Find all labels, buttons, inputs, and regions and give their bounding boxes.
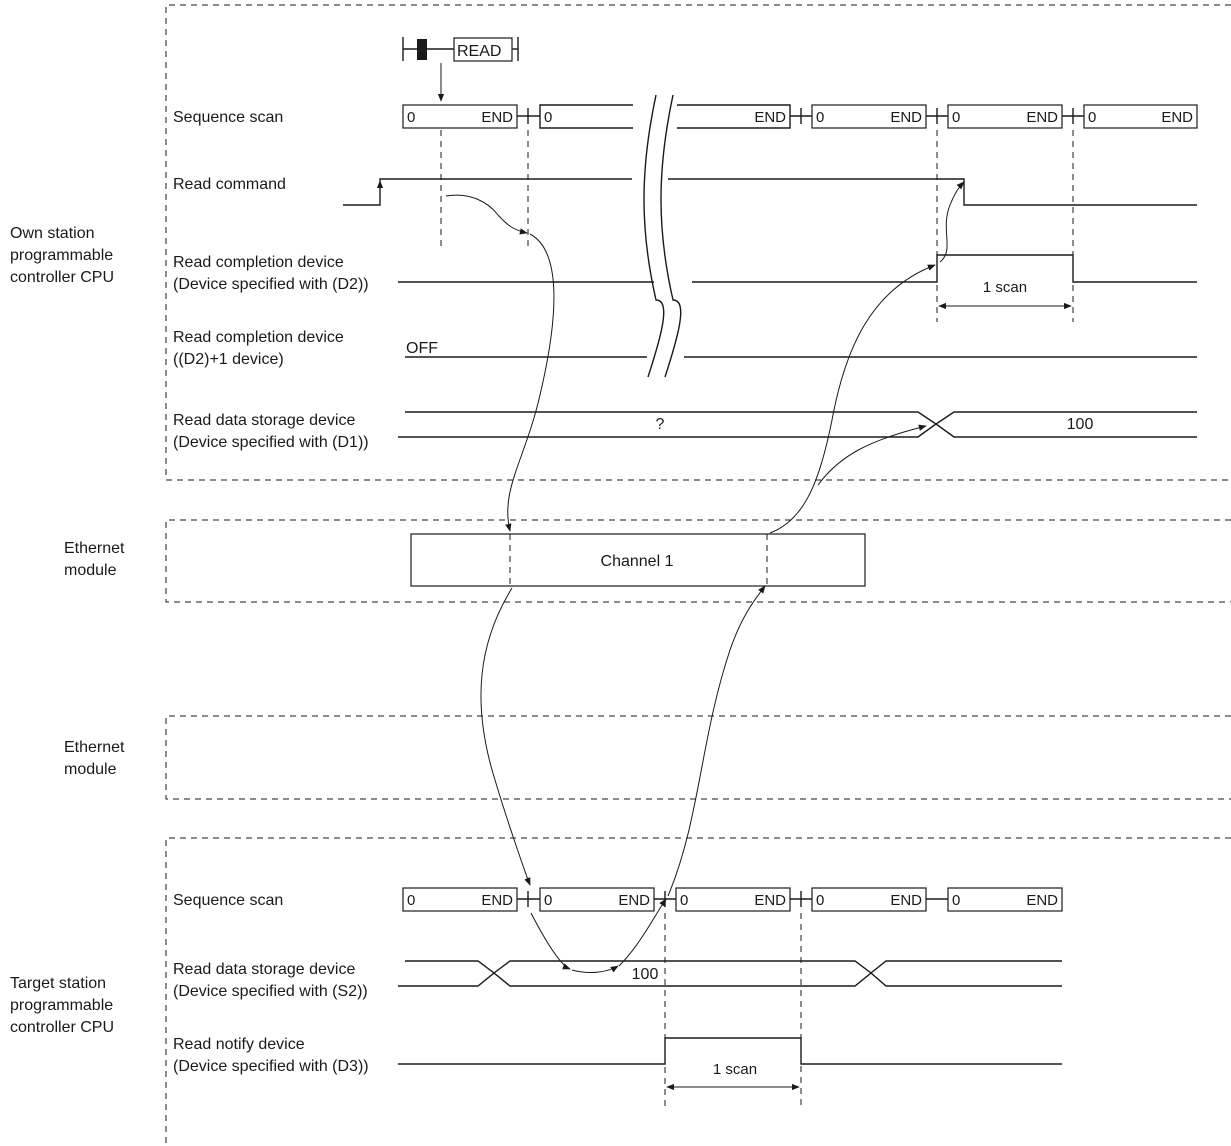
svg-text:(Device specified with (D2)): (Device specified with (D2)) [173, 276, 369, 293]
svg-text:Read completion device: Read completion device [173, 254, 344, 271]
svg-text:1 scan: 1 scan [983, 279, 1027, 296]
svg-text:Ethernet: Ethernet [64, 739, 125, 756]
svg-text:END: END [1026, 109, 1058, 126]
svg-text:0: 0 [544, 109, 552, 126]
read-data-storage-s2-signal: 100 [398, 960, 1062, 987]
svg-text:END: END [754, 109, 786, 126]
svg-text:END: END [890, 109, 922, 126]
svg-text:0: 0 [407, 109, 415, 126]
read-instruction-symbol: READ [402, 37, 519, 102]
read-data-storage-d1-label: Read data storage device (Device specifi… [173, 412, 369, 451]
read-completion-d2-signal [398, 254, 1197, 283]
svg-text:controller CPU: controller CPU [10, 1019, 114, 1036]
zone-frames [165, 4, 1231, 1146]
svg-text:0: 0 [544, 892, 552, 909]
svg-text:END: END [618, 892, 650, 909]
unknown-value: ? [656, 416, 665, 433]
svg-text:(Device specified with (S2)): (Device specified with (S2)) [173, 983, 368, 1000]
target-sequence-scan-label: Sequence scan [173, 892, 283, 909]
svg-text:END: END [754, 892, 786, 909]
read-data-storage-s2-label: Read data storage device (Device specifi… [173, 961, 368, 1000]
svg-text:1 scan: 1 scan [713, 1061, 757, 1078]
svg-text:Read completion device: Read completion device [173, 329, 344, 346]
svg-text:0: 0 [816, 109, 824, 126]
zone-label-target-station: Target station programmable controller C… [10, 975, 114, 1036]
read-completion-d2-plus1-label: Read completion device ((D2)+1 device) [173, 329, 344, 368]
read-instruction-label: READ [457, 43, 501, 60]
zone-label-own-station: Own station programmable controller CPU [10, 225, 114, 286]
svg-text:Ethernet: Ethernet [64, 540, 125, 557]
svg-text:(Device specified with (D3)): (Device specified with (D3)) [173, 1058, 369, 1075]
one-scan-target: 1 scan [664, 913, 802, 1106]
svg-text:programmable: programmable [10, 247, 113, 264]
one-scan-own: 1 scan [936, 279, 1074, 322]
svg-text:END: END [1026, 892, 1058, 909]
read-value-target: 100 [632, 966, 659, 983]
read-completion-d2-plus1-signal: OFF [405, 340, 1197, 358]
svg-text:0: 0 [407, 892, 415, 909]
svg-text:Read notify device: Read notify device [173, 1036, 305, 1053]
svg-text:END: END [481, 892, 513, 909]
svg-text:programmable: programmable [10, 997, 113, 1014]
zone-label-ethernet-module-own: Ethernet module [64, 540, 125, 579]
svg-text:0: 0 [952, 892, 960, 909]
read-notify-d3-signal [398, 1037, 1062, 1065]
channel-1-box: Channel 1 [410, 533, 866, 587]
read-value-own: 100 [1067, 416, 1094, 433]
svg-text:controller CPU: controller CPU [10, 269, 114, 286]
channel-1-label: Channel 1 [601, 553, 674, 570]
svg-text:Own station: Own station [10, 225, 94, 242]
svg-text:(Device specified with (D1)): (Device specified with (D1)) [173, 434, 369, 451]
svg-text:END: END [890, 892, 922, 909]
svg-text:Read data storage device: Read data storage device [173, 412, 355, 429]
data-flow-curves [445, 181, 965, 974]
svg-text:Read data storage device: Read data storage device [173, 961, 355, 978]
svg-text:END: END [481, 109, 513, 126]
read-command-label: Read command [173, 176, 286, 193]
read-notify-d3-label: Read notify device (Device specified wit… [173, 1036, 369, 1075]
read-command-signal [343, 178, 1197, 206]
own-sequence-scan: 0 END 0 END 0 END 0 END 0 END [402, 104, 1198, 129]
svg-text:0: 0 [816, 892, 824, 909]
svg-text:module: module [64, 761, 117, 778]
read-completion-d2-label: Read completion device (Device specified… [173, 254, 369, 293]
own-sequence-scan-label: Sequence scan [173, 109, 283, 126]
read-data-storage-d1-signal: ? 100 [398, 411, 1197, 438]
own-guide-lines [440, 130, 1074, 255]
svg-text:0: 0 [952, 109, 960, 126]
svg-text:0: 0 [1088, 109, 1096, 126]
svg-text:Target station: Target station [10, 975, 106, 992]
off-label: OFF [406, 340, 438, 357]
svg-text:module: module [64, 562, 117, 579]
svg-text:END: END [1161, 109, 1193, 126]
target-sequence-scan: 0 END 0 END 0 END 0 END 0 END [402, 887, 1063, 912]
svg-text:0: 0 [680, 892, 688, 909]
svg-text:((D2)+1 device): ((D2)+1 device) [173, 351, 284, 368]
time-break-mark [643, 94, 682, 378]
zone-label-ethernet-module-target: Ethernet module [64, 739, 125, 778]
